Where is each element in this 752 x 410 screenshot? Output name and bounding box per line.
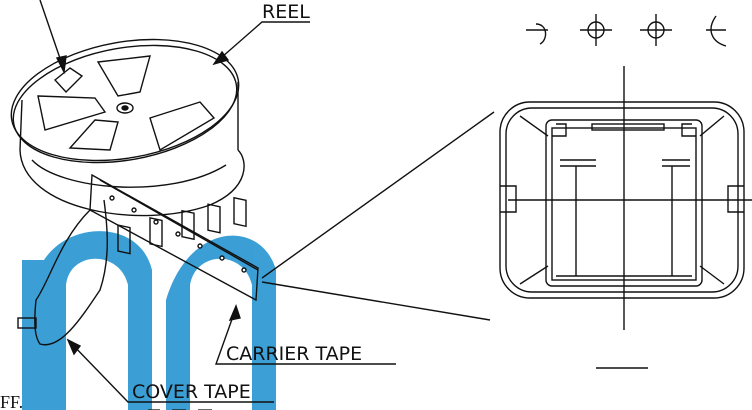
reel-window <box>37 95 107 131</box>
carrier-tape-leader <box>215 304 396 365</box>
reel-label <box>53 67 84 94</box>
label-arrow <box>39 0 67 75</box>
reel-front-flange <box>10 38 240 162</box>
pocket-detail <box>499 66 752 330</box>
cover-tape-label: COVER TAPE <box>132 381 251 403</box>
cover-tape-leader <box>66 338 274 403</box>
watermark-logo <box>12 231 276 410</box>
reel-label-text: REEL <box>262 1 310 23</box>
reel-leader <box>212 21 310 66</box>
tape-pockets <box>117 196 247 255</box>
reel-window <box>96 55 151 97</box>
reel <box>10 38 245 217</box>
reel-window <box>149 101 216 152</box>
sprocket-row <box>526 14 727 47</box>
carrier-tape-label: CARRIER TAPE <box>226 343 362 365</box>
corner-text: FF. <box>0 392 23 410</box>
cover-tape <box>17 199 108 346</box>
reel-window <box>68 119 119 151</box>
reel-hub <box>116 102 134 114</box>
zoom-lines <box>261 111 495 321</box>
sprocket-holes <box>109 195 247 273</box>
carrier-tape <box>89 173 259 302</box>
